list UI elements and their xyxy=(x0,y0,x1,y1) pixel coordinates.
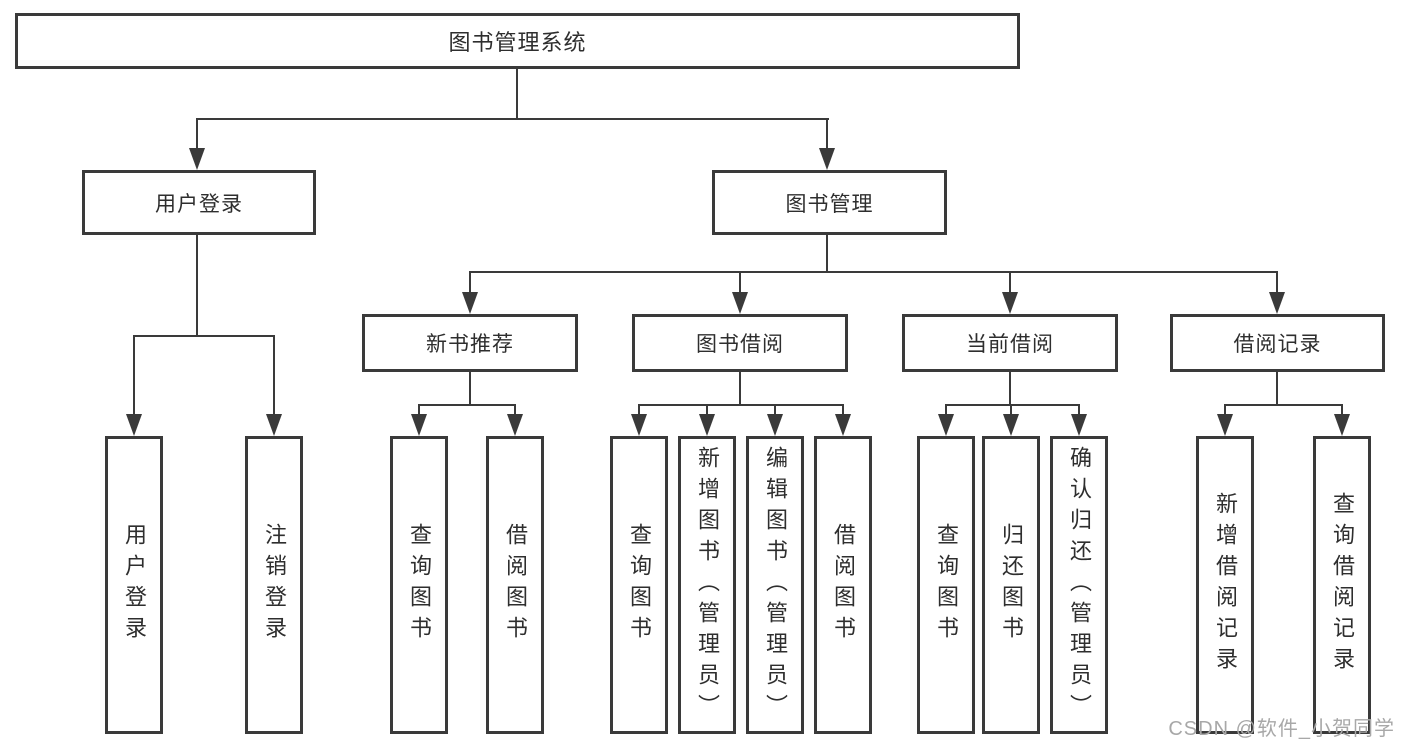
leaf-logout: 注销登录 xyxy=(245,436,303,734)
connector-stem xyxy=(945,404,947,415)
arrowhead-down-icon xyxy=(1003,414,1019,436)
connector-stem xyxy=(418,404,420,415)
connector-user-login-split xyxy=(133,335,275,337)
connector-section-split xyxy=(1224,404,1343,406)
node-book-borrowing: 图书借阅 xyxy=(632,314,848,372)
connector-stem xyxy=(1078,404,1080,415)
leaf-current-confirm-return: 确认归还（管理员） xyxy=(1050,436,1108,734)
connector-stem xyxy=(273,335,275,415)
watermark: CSDN @软件_小贺同学 xyxy=(1168,718,1395,740)
arrowhead-down-icon xyxy=(189,148,205,170)
arrowhead-down-icon xyxy=(819,148,835,170)
connector-stem xyxy=(514,404,516,415)
connector-section-trunk xyxy=(739,372,741,406)
connector-stem xyxy=(469,271,471,293)
connector-stem xyxy=(842,404,844,415)
leaf-records-query: 查询借阅记录 xyxy=(1313,436,1371,734)
connector-section-trunk xyxy=(1276,372,1278,406)
connector-section-trunk xyxy=(1009,372,1011,406)
connector-stem xyxy=(739,271,741,293)
connector-section-split xyxy=(945,404,1080,406)
arrowhead-down-icon xyxy=(835,414,851,436)
arrowhead-down-icon xyxy=(1002,292,1018,314)
arrowhead-down-icon xyxy=(1334,414,1350,436)
leaf-borrow-edit-book: 编辑图书（管理员） xyxy=(746,436,804,734)
leaf-borrow-add-book: 新增图书（管理员） xyxy=(678,436,736,734)
leaf-borrow-query: 查询图书 xyxy=(610,436,668,734)
connector-stem xyxy=(1341,404,1343,415)
arrowhead-down-icon xyxy=(126,414,142,436)
connector-stem xyxy=(1010,404,1012,415)
connector-user-login-trunk xyxy=(196,235,198,336)
arrowhead-down-icon xyxy=(1217,414,1233,436)
arrowhead-down-icon xyxy=(631,414,647,436)
arrowhead-down-icon xyxy=(732,292,748,314)
connector-section-split xyxy=(638,404,844,406)
node-new-book-recommend: 新书推荐 xyxy=(362,314,578,372)
leaf-newbook-query: 查询图书 xyxy=(390,436,448,734)
arrowhead-down-icon xyxy=(938,414,954,436)
leaf-records-add: 新增借阅记录 xyxy=(1196,436,1254,734)
connector-stem xyxy=(706,404,708,415)
connector-stem xyxy=(133,335,135,415)
arrowhead-down-icon xyxy=(462,292,478,314)
arrowhead-down-icon xyxy=(411,414,427,436)
connector-section-trunk xyxy=(469,372,471,406)
connector-stem xyxy=(1009,271,1011,293)
connector-book-mgmt-trunk xyxy=(826,235,828,273)
node-user-login: 用户登录 xyxy=(82,170,316,235)
leaf-current-return: 归还图书 xyxy=(982,436,1040,734)
node-root: 图书管理系统 xyxy=(15,13,1020,69)
arrowhead-down-icon xyxy=(1269,292,1285,314)
leaf-newbook-borrow: 借阅图书 xyxy=(486,436,544,734)
arrowhead-down-icon xyxy=(266,414,282,436)
leaf-current-query: 查询图书 xyxy=(917,436,975,734)
connector-section-split xyxy=(418,404,516,406)
connector-stem xyxy=(638,404,640,415)
arrowhead-down-icon xyxy=(1071,414,1087,436)
connector-level3-split xyxy=(469,271,1278,273)
connector-stem xyxy=(826,118,828,150)
connector-root-trunk xyxy=(516,68,518,119)
arrowhead-down-icon xyxy=(507,414,523,436)
arrowhead-down-icon xyxy=(699,414,715,436)
node-current-borrowing: 当前借阅 xyxy=(902,314,1118,372)
connector-stem xyxy=(1224,404,1226,415)
arrowhead-down-icon xyxy=(767,414,783,436)
node-borrowing-records: 借阅记录 xyxy=(1170,314,1385,372)
connector-level2-split xyxy=(196,118,829,120)
connector-stem xyxy=(196,118,198,150)
connector-stem xyxy=(774,404,776,415)
node-book-management: 图书管理 xyxy=(712,170,947,235)
connector-stem xyxy=(1276,271,1278,293)
leaf-borrow-book: 借阅图书 xyxy=(814,436,872,734)
leaf-user-login: 用户登录 xyxy=(105,436,163,734)
